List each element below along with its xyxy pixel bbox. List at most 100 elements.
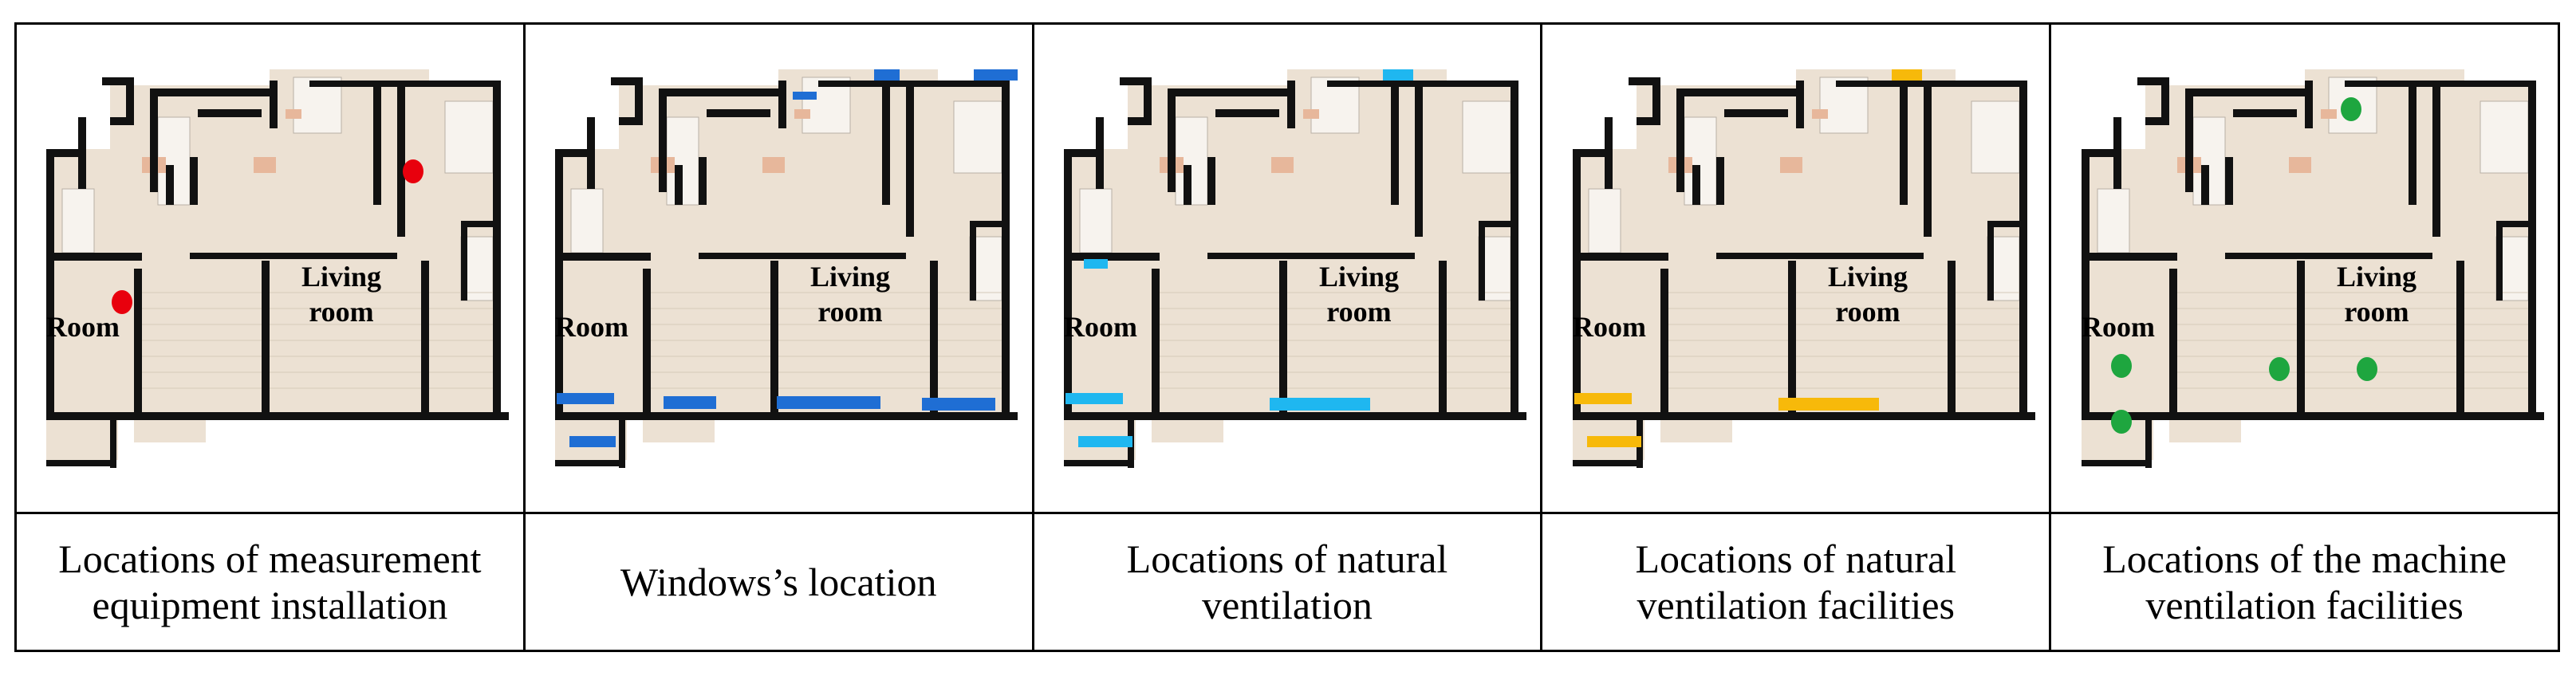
wall <box>2224 252 2432 259</box>
caption: Locations of natural ventilation facilit… <box>1635 536 1957 627</box>
wall <box>818 80 1010 87</box>
marker-dot <box>2110 409 2132 434</box>
wall <box>1923 84 1932 237</box>
marker-bar <box>1891 69 1922 81</box>
wall <box>2184 88 2305 96</box>
living-room-label-line-1: Living <box>810 261 890 293</box>
wall <box>309 80 502 87</box>
kitchen-fixture <box>254 156 277 173</box>
fixture-area <box>570 188 604 253</box>
marker-dot <box>403 159 424 183</box>
wall <box>493 80 502 415</box>
wall <box>675 164 683 205</box>
wall <box>699 252 907 259</box>
wall <box>643 268 652 420</box>
wall <box>421 260 430 420</box>
marker-dot <box>2340 96 2361 121</box>
wall <box>1676 88 1684 192</box>
room-label: Room <box>1573 311 1646 343</box>
marker-bar <box>1574 392 1632 404</box>
wall <box>882 84 891 205</box>
wall <box>1143 77 1152 125</box>
wall <box>2160 77 2169 125</box>
marker-bar <box>1269 397 1370 411</box>
wall <box>166 164 175 205</box>
fixture-area <box>2097 188 2130 253</box>
wall <box>1207 156 1215 205</box>
living-room-label-line-2: room <box>309 296 374 328</box>
wall <box>461 220 468 301</box>
wall <box>2019 80 2027 415</box>
wall <box>1652 77 1660 125</box>
wall <box>1676 88 1796 96</box>
wall <box>2137 77 2169 85</box>
wall <box>555 459 620 466</box>
marker-dot <box>2356 356 2377 381</box>
wall <box>2495 220 2528 227</box>
wall <box>46 252 143 261</box>
wall <box>770 260 779 420</box>
wall <box>555 411 1018 420</box>
wall <box>930 260 939 420</box>
wall <box>46 459 111 466</box>
wall <box>555 148 564 420</box>
wall <box>110 116 127 125</box>
wall <box>1787 260 1796 420</box>
wall <box>1167 88 1287 96</box>
wall <box>1947 260 1956 420</box>
marker-bar <box>874 69 900 81</box>
wall <box>2296 260 2305 420</box>
room-label: Room <box>1064 311 1137 343</box>
wall <box>397 84 406 237</box>
wall <box>1127 116 1144 125</box>
wall <box>1987 220 1994 301</box>
living-room-label-line-1: Living <box>1319 261 1399 293</box>
marker-bar <box>974 69 1018 81</box>
floor-area <box>643 418 715 442</box>
wall <box>555 252 652 261</box>
marker-dot <box>2110 353 2132 378</box>
kitchen-fixture <box>1779 156 1802 173</box>
wall <box>1438 260 1447 420</box>
wall <box>1390 84 1399 205</box>
wall <box>1572 252 1668 261</box>
fixture-area <box>1462 100 1511 173</box>
marker-bar <box>1382 69 1413 81</box>
wall <box>1215 108 1279 117</box>
wall <box>1478 220 1511 227</box>
wall <box>2081 459 2145 466</box>
wall <box>2456 260 2464 420</box>
wall <box>190 156 199 205</box>
wall <box>134 268 143 420</box>
wall <box>659 88 779 96</box>
fixture-area <box>1079 188 1113 253</box>
living-room-label-line-1: Living <box>301 261 381 293</box>
marker-bar <box>664 395 717 409</box>
wall <box>1183 164 1191 205</box>
wall <box>699 156 707 205</box>
wall <box>707 108 771 117</box>
marker-bar <box>1586 435 1641 447</box>
wall <box>1987 220 2019 227</box>
marker-bar <box>777 395 881 409</box>
room-label: Room <box>2082 311 2155 343</box>
living-room-label-line-2: room <box>2344 296 2409 328</box>
wall <box>198 108 262 117</box>
wall <box>1063 411 1526 420</box>
wall <box>2408 84 2416 205</box>
wall <box>2224 156 2233 205</box>
wall <box>2184 88 2193 192</box>
kitchen-fixture <box>1811 108 1828 119</box>
caption: Windows’s location <box>620 560 937 604</box>
wall <box>2495 220 2503 301</box>
wall <box>2081 148 2121 157</box>
wall <box>970 220 977 301</box>
wall <box>2344 80 2536 87</box>
